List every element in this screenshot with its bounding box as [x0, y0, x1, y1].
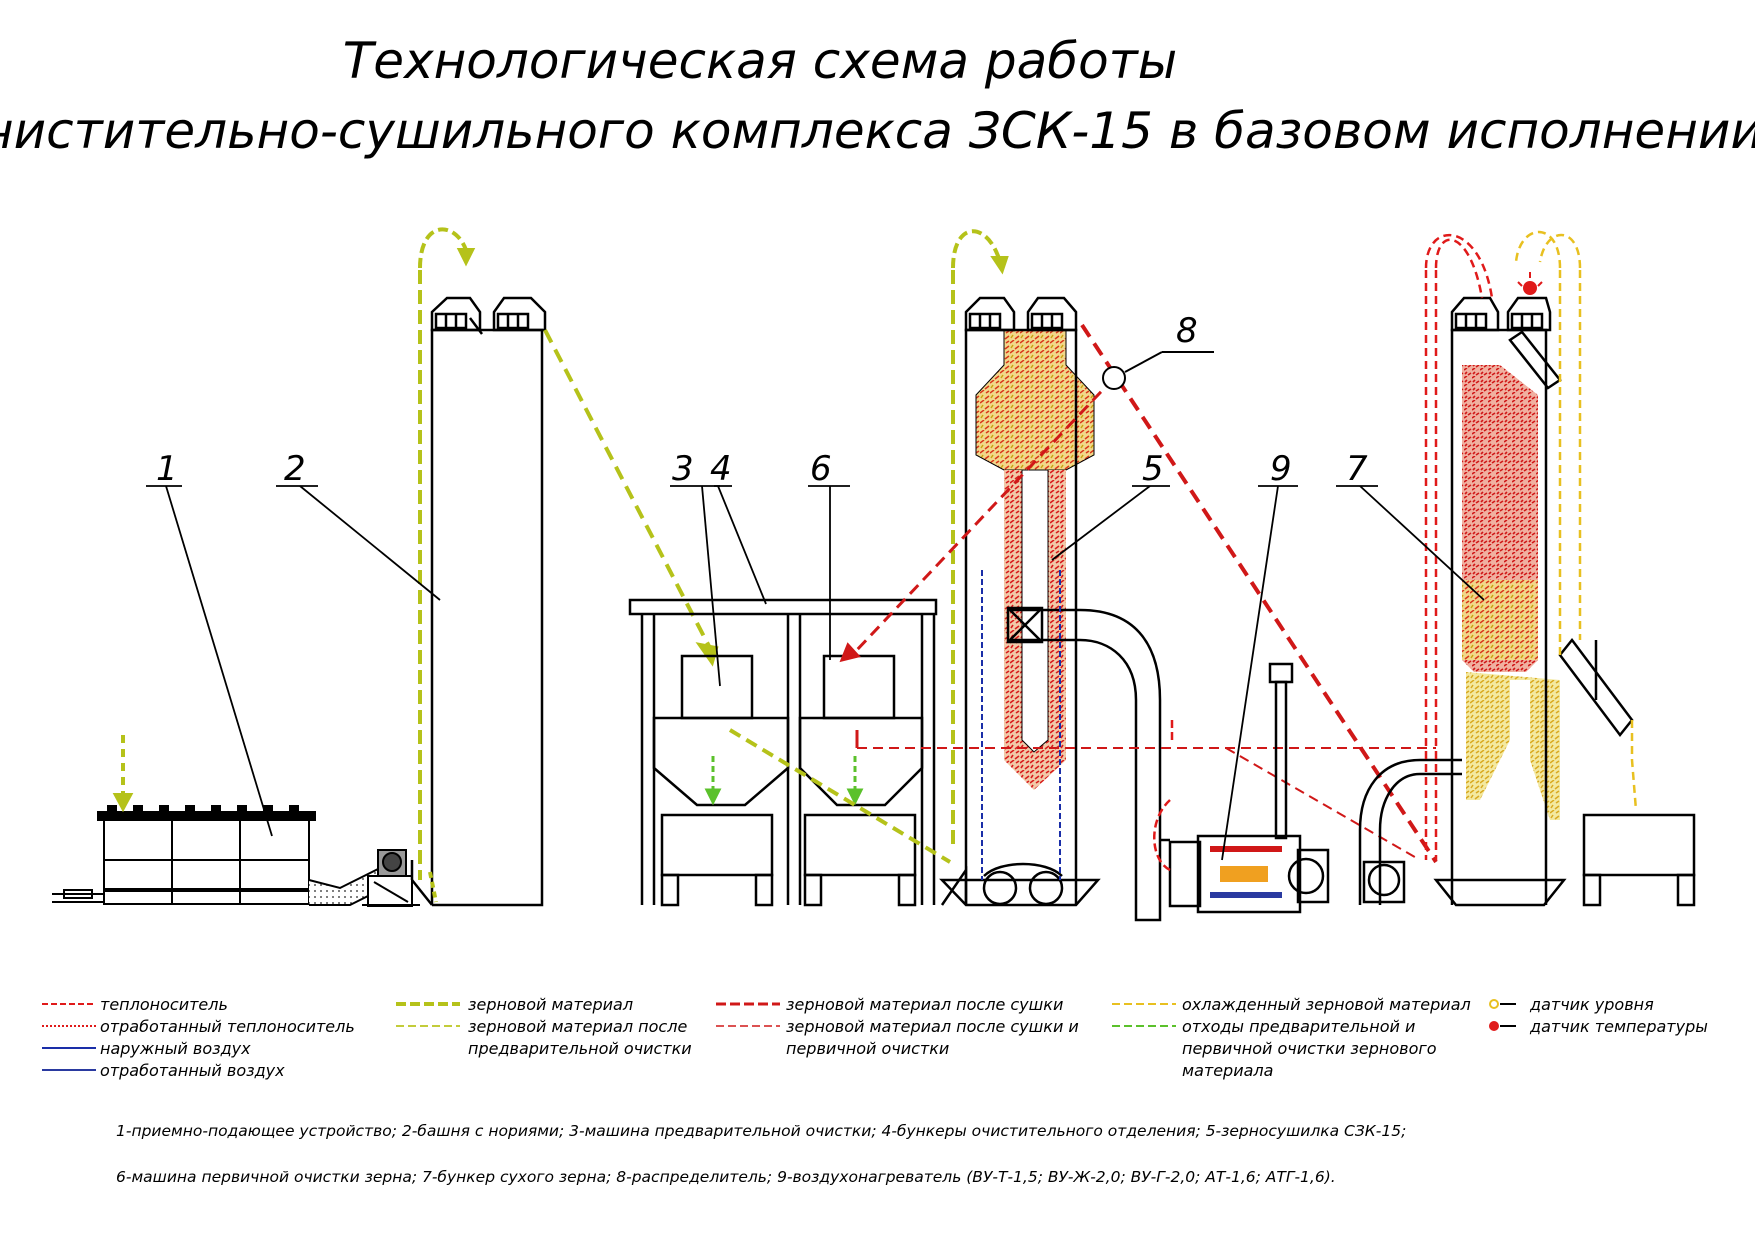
legend-dried-cleaned-grain: зерновой материал после сушки и первично… — [716, 1017, 1079, 1058]
notes-line-2: 6-машина первичной очистки зерна; 7-бунк… — [116, 1168, 1336, 1186]
svg-text:зерновой материал после сушки: зерновой материал после сушки — [786, 995, 1063, 1014]
temperature-sensor-icon — [1517, 272, 1543, 295]
grain-elevator-flow — [418, 227, 719, 903]
svg-text:зерновой материал после сушки: зерновой материал после сушки и — [786, 1017, 1079, 1036]
legend-heat-carrier: теплоноситель — [42, 995, 228, 1014]
label-4: 4 — [710, 449, 732, 489]
label-9: 9 — [1270, 449, 1292, 489]
svg-text:теплоноситель: теплоноситель — [100, 995, 228, 1014]
grain-dryer-elevator — [951, 229, 1009, 848]
label-7: 7 — [1346, 449, 1368, 489]
legend-temperature-sensor: датчик температуры — [1489, 1017, 1708, 1036]
title-line-2: зерноочистительно-сушильного комплекса З… — [0, 102, 1755, 160]
primary-cleaning-machine — [822, 654, 896, 720]
svg-text:отработанный воздух: отработанный воздух — [100, 1061, 285, 1080]
title-line-1: Технологическая схема работы — [343, 32, 1178, 90]
distributor — [1102, 351, 1214, 390]
svg-text:предварительной очистки: предварительной очистки — [468, 1039, 692, 1058]
callout-leaders — [146, 485, 1485, 861]
legend-level-sensor: датчик уровня — [1489, 995, 1654, 1014]
legend-grain: зерновой материал — [396, 995, 633, 1014]
legend-outside-air: наружный воздух — [42, 1039, 251, 1058]
bunker-heat-lines — [1424, 233, 1494, 860]
svg-text:первичной очистки: первичной очистки — [786, 1039, 949, 1058]
svg-text:наружный воздух: наружный воздух — [100, 1039, 251, 1058]
svg-text:зерновой материал: зерновой материал — [468, 995, 633, 1014]
legend-precleaned-grain: зерновой материал после предварительной … — [396, 1017, 692, 1058]
dry-grain-bunker — [1358, 296, 1634, 907]
label-8: 8 — [1176, 311, 1198, 351]
cooled-grain-flow — [1514, 230, 1638, 811]
receiving-unit — [52, 805, 420, 907]
waste-flow — [704, 756, 864, 806]
grain-dryer — [939, 296, 1162, 922]
label-1: 1 — [156, 449, 178, 489]
svg-text:отходы предварительной и: отходы предварительной и — [1182, 1017, 1415, 1036]
notes-line-1: 1-приемно-подающее устройство; 2-башня с… — [116, 1122, 1406, 1140]
elevator-tower — [410, 296, 547, 907]
label-3: 3 — [672, 449, 694, 489]
grain-input-arrow — [112, 735, 134, 813]
legend: теплоноситель отработанный теплоноситель… — [42, 995, 1708, 1080]
legend-cooled-grain: охлажденный зерновой материал — [1112, 995, 1471, 1014]
air-heater — [1160, 662, 1330, 914]
svg-text:отработанный теплоноситель: отработанный теплоноситель — [100, 1017, 355, 1036]
legend-waste: отходы предварительной и первичной очист… — [1112, 1017, 1437, 1080]
svg-text:датчик температуры: датчик температуры — [1529, 1017, 1708, 1036]
svg-text:охлажденный зерновой материал: охлажденный зерновой материал — [1182, 995, 1471, 1014]
legend-exhaust-air: отработанный воздух — [42, 1061, 285, 1080]
legend-dried-grain: зерновой материал после сушки — [716, 995, 1063, 1014]
label-5: 5 — [1142, 449, 1164, 489]
label-2: 2 — [284, 449, 306, 489]
svg-text:материала: материала — [1182, 1061, 1273, 1080]
cleaning-section — [628, 598, 938, 907]
precleaned-grain-flow — [728, 728, 952, 864]
pre-cleaning-machine — [680, 654, 754, 720]
heat-carrier-flow — [1153, 720, 1174, 872]
legend-spent-heat-carrier: отработанный теплоноситель — [42, 1017, 355, 1036]
callout-numbers: 1 2 3 4 6 5 8 9 7 — [156, 311, 1368, 489]
svg-text:датчик уровня: датчик уровня — [1529, 995, 1654, 1014]
output-cart — [1582, 813, 1696, 907]
svg-text:первичной очистки зернового: первичной очистки зернового — [1182, 1039, 1437, 1058]
label-6: 6 — [810, 449, 832, 489]
svg-text:зерновой материал после: зерновой материал после — [468, 1017, 687, 1036]
dried-grain-flow — [839, 323, 1438, 864]
